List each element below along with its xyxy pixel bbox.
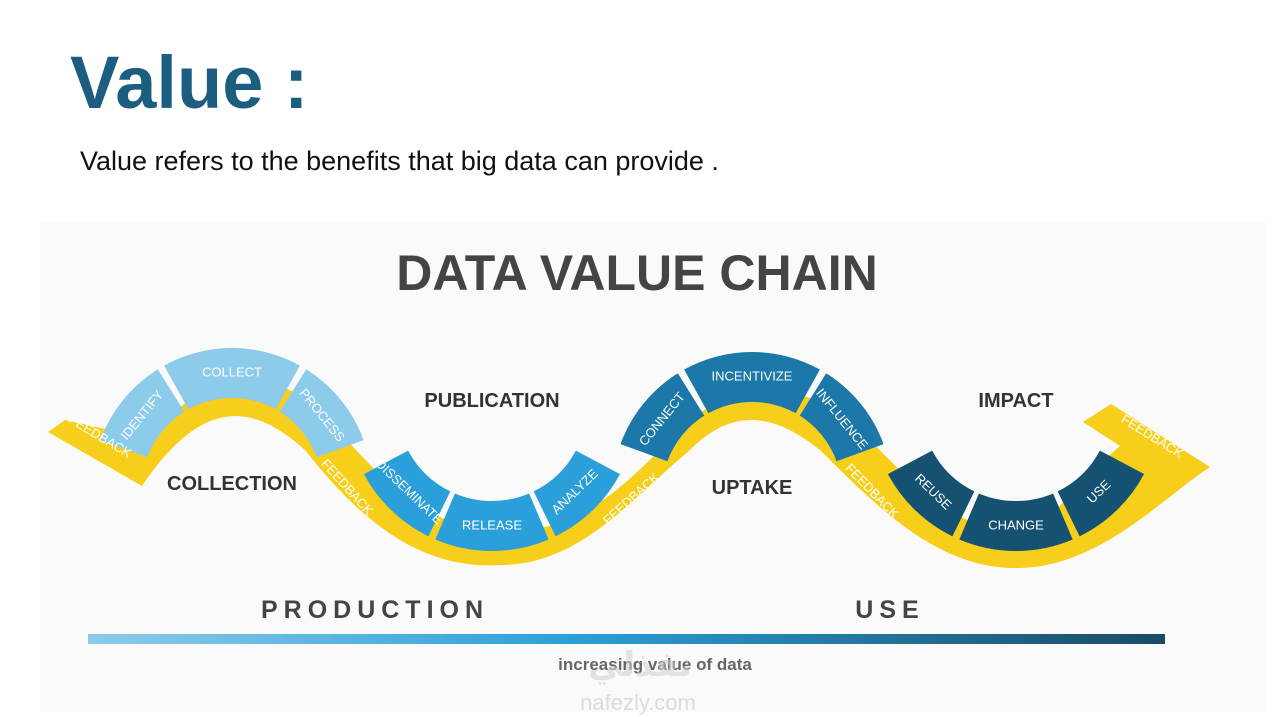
segment-change: [959, 493, 1073, 552]
value-gradient-bar: [88, 634, 1165, 644]
segment-use: [1057, 450, 1145, 537]
stage-label-collection: COLLECTION: [167, 473, 297, 495]
phase-label-production: PRODUCTION: [261, 596, 489, 624]
segment-label-change: CHANGE: [988, 517, 1044, 532]
stage-label-uptake: UPTAKE: [712, 477, 793, 499]
segment-label-release: RELEASE: [462, 517, 522, 532]
segment-analyze: [533, 450, 621, 537]
segment-reuse: [887, 450, 975, 537]
diagram-title: DATA VALUE CHAIN: [396, 245, 877, 301]
segment-collect: [164, 348, 300, 410]
phase-label-use: USE: [855, 596, 924, 624]
feedback-band: [48, 378, 1210, 569]
segment-connect: [620, 373, 705, 462]
stage-label-impact: IMPACT: [978, 390, 1053, 412]
watermark-latin: nafezly.com: [580, 690, 696, 715]
segment-disseminate: [363, 450, 451, 537]
slide-subtitle: Value refers to the benefits that big da…: [80, 146, 719, 176]
slide-title: Value :: [70, 41, 309, 124]
segment-label-collect: COLLECT: [202, 364, 262, 379]
bar-caption: increasing value of data: [558, 655, 752, 674]
segment-process: [279, 369, 364, 458]
segments-layer: [100, 348, 1145, 552]
watermark-arabic: نفذلي: [588, 646, 692, 685]
segment-incentivize: [684, 352, 820, 414]
segment-influence: [799, 373, 884, 462]
segment-release: [435, 493, 549, 551]
segment-label-incentivize: INCENTIVIZE: [712, 368, 793, 383]
stage-label-publication: PUBLICATION: [424, 390, 559, 412]
segment-identify: [100, 369, 185, 458]
